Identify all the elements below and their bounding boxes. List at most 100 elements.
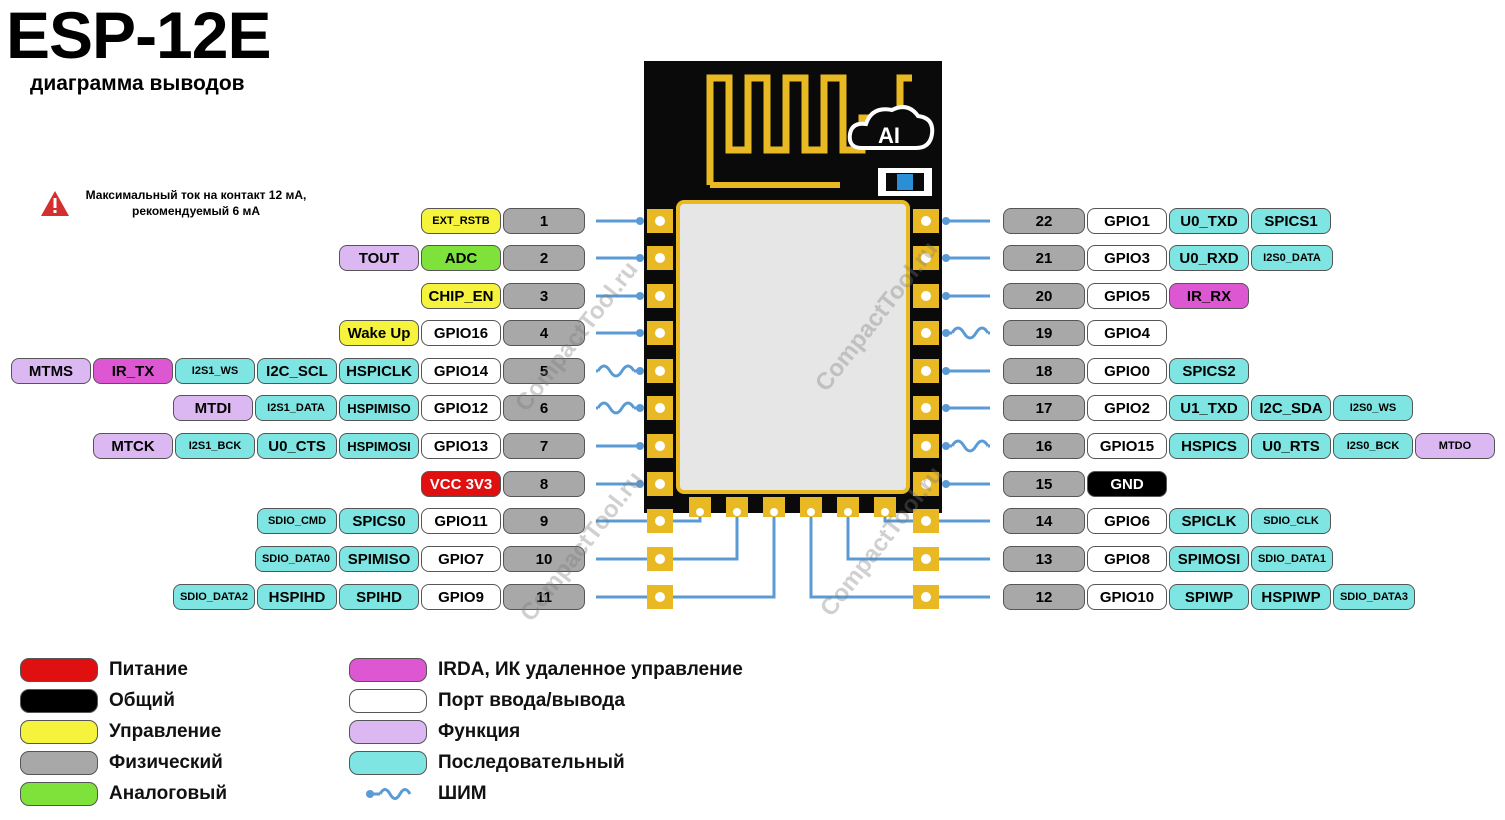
pad-bottom-6	[874, 497, 896, 517]
pin-number-19: 19	[1003, 320, 1085, 346]
pin-9-label-3: SDIO_CMD	[257, 508, 337, 534]
pin-number-3: 3	[503, 283, 585, 309]
legend-swatch-power	[20, 658, 98, 682]
pad-R11	[913, 585, 939, 609]
pwm-left-6	[596, 401, 636, 415]
pin-number-12: 12	[1003, 584, 1085, 610]
pin-5-label-6: MTMS	[11, 358, 91, 384]
pin-15-label-1: GND	[1087, 471, 1167, 497]
pin-number-6: 6	[503, 395, 585, 421]
pin-20-label-1: GPIO5	[1087, 283, 1167, 309]
pin-number-22: 22	[1003, 208, 1085, 234]
pin-12-label-4: SDIO_DATA3	[1333, 584, 1415, 610]
pin-12-label-3: HSPIWP	[1251, 584, 1331, 610]
pad-L6	[647, 396, 673, 420]
legend-swatch-serial	[349, 751, 427, 775]
legend-swatch-io	[349, 689, 427, 713]
pin-number-1: 1	[503, 208, 585, 234]
pin-number-17: 17	[1003, 395, 1085, 421]
warning-text: Максимальный ток на контакт 12 мА, реком…	[85, 188, 307, 218]
pin-10-label-3: SDIO_DATA0	[255, 546, 337, 572]
pin-5-label-1: GPIO14	[421, 358, 501, 384]
legend-label-pwm: ШИМ	[438, 783, 487, 804]
pin-11-label-3: HSPIHD	[257, 584, 337, 610]
legend-swatch-irda	[349, 658, 427, 682]
pad-R3	[913, 284, 939, 308]
legend-label-irda: IRDA, ИК удаленное управление	[438, 659, 743, 680]
pin-2-label-1: ADC	[421, 245, 501, 271]
legend-label-ctrl: Управление	[109, 721, 222, 742]
legend-swatch-phys	[20, 751, 98, 775]
pin-16-label-5: MTDO	[1415, 433, 1495, 459]
pad-L7	[647, 434, 673, 458]
esp12e-module: AI	[644, 61, 942, 609]
pad-bottom-5	[837, 497, 859, 517]
pin-number-14: 14	[1003, 508, 1085, 534]
pad-R2	[913, 246, 939, 270]
pad-bottom-3	[763, 497, 785, 517]
pin-11-label-1: GPIO9	[421, 584, 501, 610]
pin-2-label-2: TOUT	[339, 245, 419, 271]
pin-5-label-3: I2C_SCL	[257, 358, 337, 384]
pin-22-label-1: GPIO1	[1087, 208, 1167, 234]
diagram-subtitle: диаграмма выводов	[30, 72, 245, 95]
pin-19-label-1: GPIO4	[1087, 320, 1167, 346]
pin-18-label-1: GPIO0	[1087, 358, 1167, 384]
pin-5-label-5: IR_TX	[93, 358, 173, 384]
legend-swatch-gnd	[20, 689, 98, 713]
pin-14-label-1: GPIO6	[1087, 508, 1167, 534]
pin-9-label-1: GPIO11	[421, 508, 501, 534]
legend-label-func: Функция	[438, 721, 521, 742]
pin-number-9: 9	[503, 508, 585, 534]
pin-11-label-2: SPIHD	[339, 584, 419, 610]
pad-R8	[913, 472, 939, 496]
pin-16-label-1: GPIO15	[1087, 433, 1167, 459]
pin-12-label-1: GPIO10	[1087, 584, 1167, 610]
pin-number-8: 8	[503, 471, 585, 497]
pin-7-label-3: U0_CTS	[257, 433, 337, 459]
pin-number-11: 11	[503, 584, 585, 610]
pin-13-label-2: SPIMOSI	[1169, 546, 1249, 572]
pad-L4	[647, 321, 673, 345]
pin-6-label-4: MTDI	[173, 395, 253, 421]
pin-10-label-2: SPIMISO	[339, 546, 419, 572]
pwm-right-19	[950, 326, 990, 340]
legend-label-io: Порт ввода/вывода	[438, 690, 625, 711]
pin-5-label-2: HSPICLK	[339, 358, 419, 384]
pad-R10	[913, 547, 939, 571]
pin-7-label-4: I2S1_BCK	[175, 433, 255, 459]
pin-6-label-2: HSPIMISO	[339, 395, 419, 421]
pin-22-label-3: SPICS1	[1251, 208, 1331, 234]
legend-label-analog: Аналоговый	[109, 783, 228, 804]
legend-swatch-func	[349, 720, 427, 744]
pwm-legend-icon	[366, 788, 412, 800]
pwm-right-16	[950, 439, 990, 453]
chip-logo: AI	[878, 123, 900, 148]
pin-12-label-2: SPIWP	[1169, 584, 1249, 610]
pin-16-label-3: U0_RTS	[1251, 433, 1331, 459]
pin-17-label-1: GPIO2	[1087, 395, 1167, 421]
pin-7-label-1: GPIO13	[421, 433, 501, 459]
pad-L9	[647, 509, 673, 533]
pad-bottom-2	[726, 497, 748, 517]
pin-number-2: 2	[503, 245, 585, 271]
pad-R4	[913, 321, 939, 345]
pad-bottom-4	[800, 497, 822, 517]
legend-swatch-ctrl	[20, 720, 98, 744]
legend-label-gnd: Общий	[109, 690, 175, 711]
pin-21-label-1: GPIO3	[1087, 245, 1167, 271]
pin-number-18: 18	[1003, 358, 1085, 384]
pad-R5	[913, 359, 939, 383]
pin-17-label-2: U1_TXD	[1169, 395, 1249, 421]
pin-number-16: 16	[1003, 433, 1085, 459]
warning-icon	[41, 190, 69, 216]
pin-number-7: 7	[503, 433, 585, 459]
cloud-logo-icon	[847, 105, 935, 150]
pin-14-label-3: SDIO_CLK	[1251, 508, 1331, 534]
pin-7-label-2: HSPIMOSI	[339, 433, 419, 459]
pin-18-label-2: SPICS2	[1169, 358, 1249, 384]
pin-3-label-1: CHIP_EN	[421, 283, 501, 309]
pin-number-10: 10	[503, 546, 585, 572]
pin-1-label-1: EXT_RSTB	[421, 208, 501, 234]
